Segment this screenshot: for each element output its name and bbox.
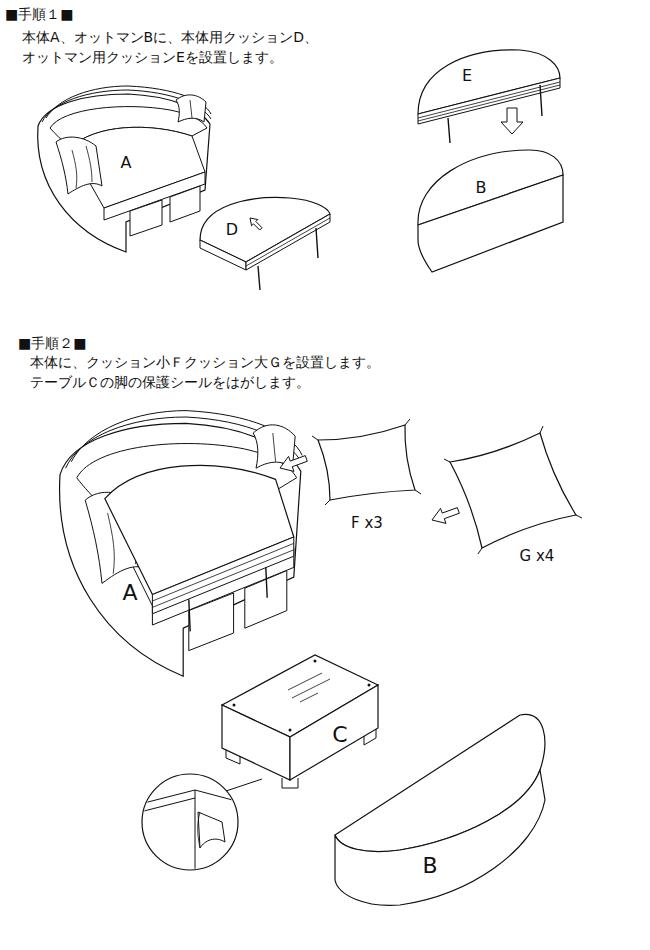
place-arrow (429, 503, 461, 528)
part-label: C (332, 722, 347, 748)
quantity-label: F x3 (351, 514, 383, 532)
ottoman-cushion (418, 50, 560, 143)
seat-cushion (200, 197, 330, 290)
part-label: A (121, 153, 132, 172)
part-label: B (422, 853, 437, 879)
sofa-assembled (60, 411, 303, 677)
large-cushion (444, 426, 582, 554)
quantity-label: G x4 (520, 547, 555, 565)
small-cushion (312, 419, 421, 505)
ottoman (418, 150, 563, 272)
ottoman-assembled (335, 714, 545, 905)
step-heading: ■手順１■ (5, 4, 73, 24)
part-label: E (462, 66, 472, 85)
sofa-body (38, 86, 211, 252)
detail-magnifier (140, 774, 262, 870)
table (222, 655, 378, 788)
part-label: B (476, 178, 487, 197)
down-arrow (501, 108, 523, 134)
place-arrow (277, 451, 309, 476)
place-arrow (247, 215, 264, 232)
instruction-text: 本体に、クッション小Ｆクッション大Ｇを設置します。 テーブルＣの脚の保護シールを… (30, 352, 415, 392)
part-label: D (226, 220, 238, 239)
instruction-text: 本体A、オットマンBに、本体用クッションD、 オットマン用クッションEを設置しま… (22, 27, 357, 67)
step-heading: ■手順２■ (18, 333, 86, 353)
part-label: A (122, 580, 137, 606)
